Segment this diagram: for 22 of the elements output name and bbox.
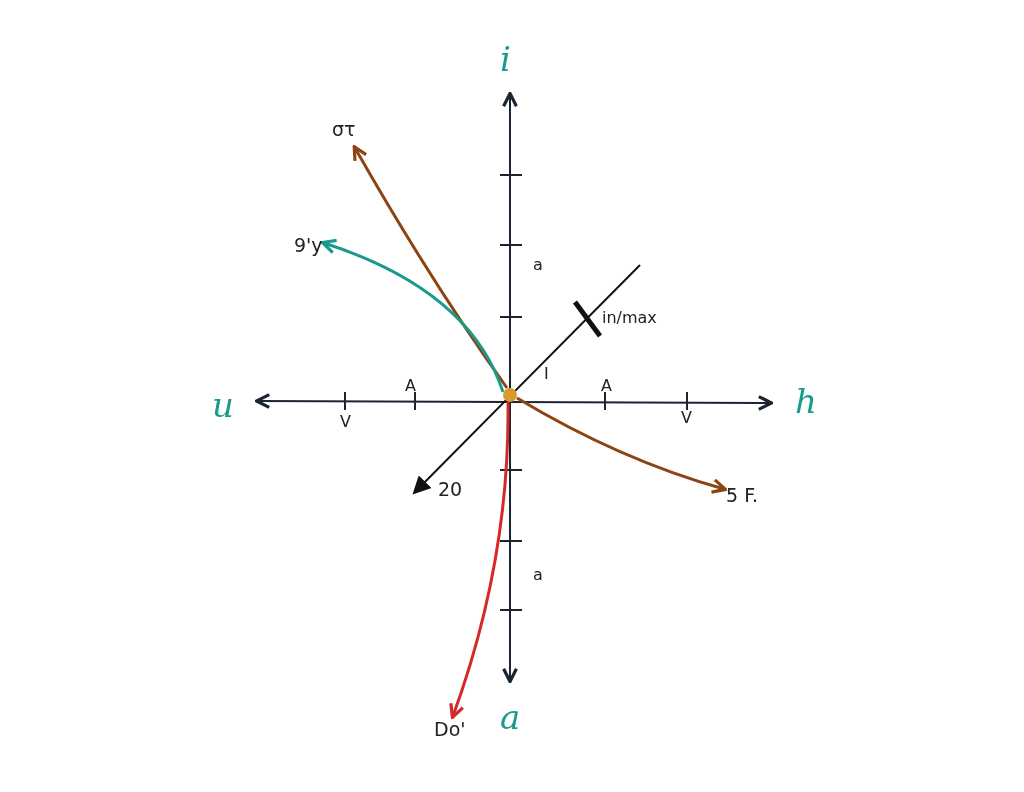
tick-label: A bbox=[405, 378, 416, 394]
tick-label: V bbox=[681, 410, 692, 426]
curved-arrow bbox=[320, 239, 505, 393]
axis-label: u bbox=[212, 388, 234, 422]
origin-dot bbox=[503, 388, 517, 402]
tick-label: A bbox=[601, 378, 612, 394]
curved-arrow bbox=[449, 402, 510, 720]
curved-arrow bbox=[352, 145, 509, 389]
curve-label: 5 F. bbox=[726, 486, 759, 505]
tick-label: a bbox=[533, 257, 543, 273]
curve-label: Do' bbox=[434, 720, 466, 739]
tick-label: in/max bbox=[602, 310, 657, 326]
curve-label: στ bbox=[332, 120, 356, 139]
tick-label: V bbox=[340, 414, 351, 430]
axis-label: h bbox=[795, 384, 817, 418]
tick-label: a bbox=[533, 567, 543, 583]
curve-label: 9'y bbox=[294, 236, 323, 255]
tick-label: 20 bbox=[438, 480, 463, 499]
tick-label: I bbox=[544, 366, 549, 382]
curved-arrow bbox=[516, 396, 728, 494]
axis-label: i bbox=[500, 42, 511, 76]
axis-label: a bbox=[500, 700, 521, 734]
